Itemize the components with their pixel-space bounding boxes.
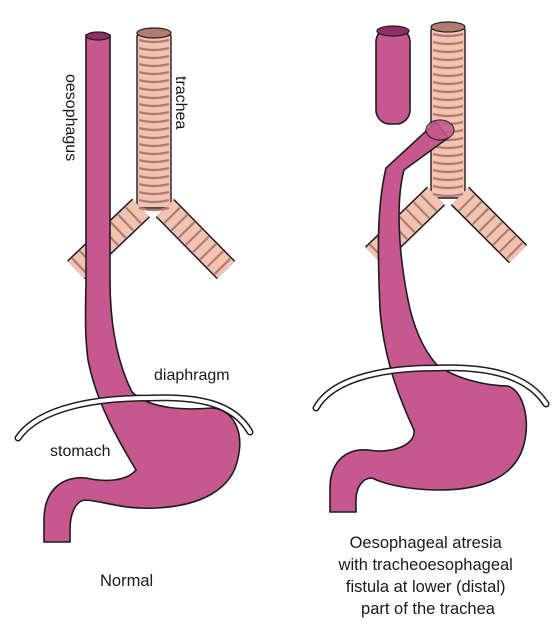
caption-atresia: Oesophageal atresia with tracheoesophage… xyxy=(338,534,518,618)
trachea-ring xyxy=(138,190,170,196)
normal-oesophagus-top-opening xyxy=(85,31,111,41)
trachea-ring xyxy=(138,166,170,172)
trachea-ring xyxy=(432,160,464,166)
normal-anatomy: oesophagus trachea diaphragm stomach Nor… xyxy=(14,27,254,590)
label-oesophagus: oesophagus xyxy=(62,74,79,161)
bronchus-ring xyxy=(478,214,496,232)
caption-normal: Normal xyxy=(100,572,153,590)
bronchus-fill xyxy=(156,199,235,279)
trachea-ring xyxy=(432,176,464,182)
atresia-right-bronchus-rings xyxy=(458,194,524,260)
trachea-ring xyxy=(432,184,464,190)
caption-atresia-line-2: with tracheoesophageal xyxy=(338,556,513,574)
trachea-ring xyxy=(138,134,170,140)
trachea-ring xyxy=(432,56,464,62)
trachea-ring xyxy=(432,48,464,54)
trachea-ring xyxy=(138,54,170,60)
trachea-ring xyxy=(432,96,464,102)
trachea-ring xyxy=(138,110,170,116)
trachea-ring xyxy=(138,142,170,148)
trachea-ring xyxy=(138,198,170,204)
diaphragm-core xyxy=(314,365,548,410)
bronchus-ring xyxy=(485,221,503,239)
trachea-ring xyxy=(432,80,464,86)
normal-trachea-rings xyxy=(138,38,170,212)
bronchus-ring xyxy=(177,221,196,239)
label-diaphragm: diaphragm xyxy=(154,367,230,384)
trachea-ring xyxy=(432,40,464,46)
trachea-ring xyxy=(138,94,170,100)
label-stomach: stomach xyxy=(50,443,110,460)
trachea-ring xyxy=(138,182,170,188)
caption-atresia-line-3: fistula at lower (distal) xyxy=(346,578,506,596)
trachea-ring xyxy=(138,70,170,76)
atresia-anatomy: Oesophageal atresia with tracheoesophage… xyxy=(312,21,550,618)
caption-atresia-line-1: Oesophageal atresia xyxy=(350,534,503,552)
trachea-ring xyxy=(432,32,464,38)
bronchus-ring xyxy=(117,213,135,232)
normal-trachea-top-opening xyxy=(136,27,172,39)
bronchus-ring xyxy=(109,221,127,239)
label-trachea: trachea xyxy=(172,76,189,129)
trachea-ring xyxy=(432,64,464,70)
bronchus-ring xyxy=(458,194,476,212)
trachea-ring xyxy=(138,38,170,44)
bronchus-ring xyxy=(405,208,423,226)
atresia-upper-pouch xyxy=(375,27,411,125)
bronchus-ring xyxy=(412,201,430,219)
atresia-trachea-top-opening xyxy=(430,21,466,33)
bronchus-ring xyxy=(213,257,232,275)
trachea-ring xyxy=(138,158,170,164)
bronchus-ring xyxy=(465,201,483,219)
bronchus-ring xyxy=(71,257,89,276)
trachea-ring xyxy=(432,72,464,78)
bronchus-ring xyxy=(206,250,224,268)
caption-atresia-line-4: part of the trachea xyxy=(361,600,496,618)
trachea-ring xyxy=(432,192,464,198)
trachea-ring xyxy=(138,118,170,124)
bronchus-ring xyxy=(170,214,188,232)
trachea-ring xyxy=(138,126,170,132)
bronchus-ring xyxy=(398,215,416,233)
normal-right-bronchus-rings xyxy=(163,206,232,275)
bronchus-ring xyxy=(163,206,181,224)
bronchus-ring xyxy=(471,207,490,226)
trachea-ring xyxy=(138,46,170,52)
bronchus-ring xyxy=(199,243,217,261)
bronchus-ring xyxy=(492,228,510,246)
atresia-lower-oesophagus-stomach xyxy=(329,120,528,513)
trachea-ring xyxy=(138,86,170,92)
trachea-ring xyxy=(432,88,464,94)
trachea-ring xyxy=(138,150,170,156)
bronchus-ring xyxy=(192,235,210,253)
trachea-ring xyxy=(432,152,464,158)
bronchus-ring xyxy=(420,194,438,212)
trachea-ring xyxy=(138,206,170,212)
trachea-ring xyxy=(432,112,464,118)
diaphragm-core xyxy=(16,395,252,440)
bronchus-fill xyxy=(451,187,527,263)
bronchus-ring xyxy=(124,206,142,225)
trachea-ring xyxy=(432,104,464,110)
bronchus-ring xyxy=(185,228,203,246)
trachea-ring xyxy=(138,174,170,180)
trachea-ring xyxy=(138,78,170,84)
atresia-fistula xyxy=(425,119,455,141)
trachea-ring xyxy=(432,168,464,174)
trachea-ring xyxy=(138,102,170,108)
normal-oesophagus-stomach xyxy=(43,34,241,543)
atresia-upper-pouch-opening xyxy=(376,25,410,37)
bronchus-ring xyxy=(499,235,517,253)
bronchus-ring xyxy=(506,242,524,260)
trachea-ring xyxy=(138,62,170,68)
